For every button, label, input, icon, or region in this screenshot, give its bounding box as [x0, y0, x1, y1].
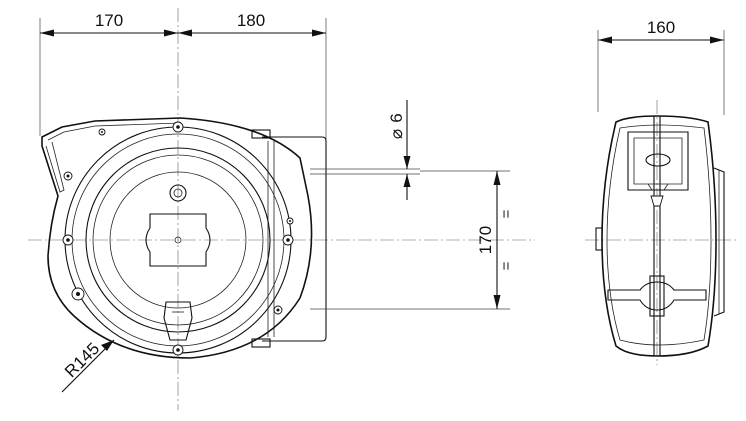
hose-guide — [163, 301, 193, 341]
front-view — [28, 8, 535, 410]
dimension-radius: R145 — [61, 339, 115, 393]
drum-outer — [85, 147, 271, 333]
dimension-label-6: 6 — [387, 113, 406, 122]
screw-top — [172, 121, 184, 133]
dimension-width-front: 170 180 — [40, 11, 326, 37]
knob-outer — [169, 184, 187, 202]
arrowhead — [493, 171, 501, 185]
housing-outline — [41, 117, 313, 359]
arrowhead — [178, 29, 192, 37]
equal-mark-upper: = — [498, 209, 515, 218]
dimension-hole-diameter: ⌀ 6 — [310, 100, 420, 200]
side-top-window — [627, 131, 689, 191]
side-body-inner — [606, 124, 712, 346]
arrowhead — [598, 36, 612, 44]
side-window-slot — [645, 153, 671, 167]
knob-inner — [173, 188, 183, 198]
wall-bracket — [262, 136, 327, 342]
side-seam-clip-top — [650, 195, 664, 207]
screw-small-top — [98, 128, 106, 136]
dimension-label-170: 170 — [95, 11, 123, 30]
dimension-label-R145: R145 — [61, 339, 103, 381]
arrowhead — [312, 29, 326, 37]
side-top-window-inner — [633, 137, 683, 185]
side-handle-grip — [649, 275, 665, 317]
equal-mark-lower: = — [498, 261, 515, 270]
screw-top-left — [63, 171, 73, 181]
dimension-label-160: 160 — [647, 18, 675, 37]
bracket-clip-top — [251, 129, 271, 139]
screw-bottom — [172, 344, 184, 356]
screw-small-right — [286, 217, 294, 225]
side-view: 160 — [585, 18, 738, 365]
arrowhead — [403, 156, 411, 169]
screw-bottom-left — [71, 287, 85, 301]
diameter-symbol: ⌀ — [387, 129, 406, 139]
screw-bottom-right — [273, 305, 283, 315]
arrowhead — [493, 295, 501, 309]
arrowhead — [101, 340, 114, 351]
arrowhead — [40, 29, 54, 37]
screw-right — [282, 234, 294, 246]
drum-inner — [92, 154, 264, 326]
dimension-hole-spacing: 170 = = — [310, 170, 515, 310]
side-left-tab — [595, 227, 603, 251]
arrowhead — [710, 36, 724, 44]
arrowhead — [403, 174, 411, 187]
drum-core — [109, 171, 247, 309]
screw-left — [62, 234, 74, 246]
housing-inner-lip — [47, 122, 181, 141]
hub-shape — [145, 213, 211, 267]
side-window-notch — [647, 183, 669, 191]
dimension-label-spacing-170: 170 — [476, 226, 495, 254]
bracket-clip-bottom — [251, 338, 271, 348]
arrowhead — [164, 29, 178, 37]
housing-left-fin — [45, 141, 65, 193]
hub-center — [174, 236, 182, 244]
dimension-label-180: 180 — [237, 11, 265, 30]
side-body-outline — [601, 115, 717, 357]
side-lower-handle — [607, 281, 707, 311]
